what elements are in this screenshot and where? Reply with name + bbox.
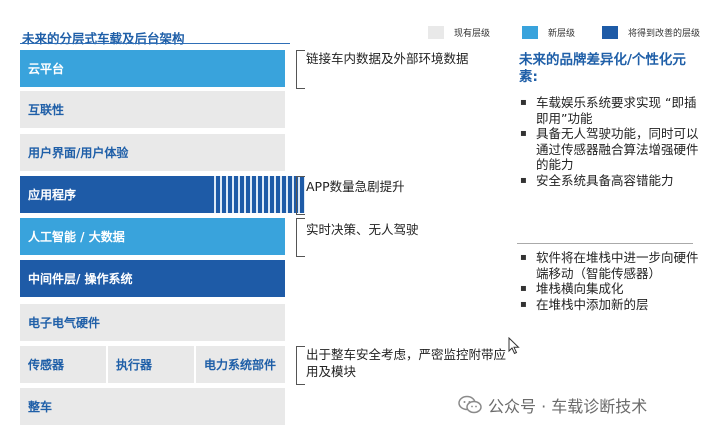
layer-vehicle-label: 整车 <box>28 400 53 414</box>
watermark-text: 公众号 · 车载诊断技术 <box>488 397 648 416</box>
legend-new-swatch <box>522 25 538 39</box>
layer-apps-label: 应用程序 <box>28 188 77 202</box>
title-underline <box>20 43 290 44</box>
legend-new: 新层级 <box>522 25 575 39</box>
bracket-cloud <box>296 50 305 89</box>
layer-connectivity-label: 互联性 <box>28 103 65 117</box>
bullets-bottom: 软件将在堆栈中进一步向硬件端移动（智能传感器） 堆栈横向集成化 在堆栈中添加新的… <box>520 250 706 312</box>
note-cloud: 链接车内数据及外部环境数据 <box>306 51 469 66</box>
legend-improved-label: 将得到改善的层级 <box>628 28 701 39</box>
layer-powertrain-label: 电力系统部件 <box>204 358 277 372</box>
layer-actuators-label: 执行器 <box>116 358 153 372</box>
watermark: 公众号 · 车载诊断技术 <box>458 393 647 417</box>
bullet-item: 车载娱乐系统要求实现 “即插即用”功能 <box>520 95 706 126</box>
bracket-safety <box>296 346 305 385</box>
legend-existing-swatch <box>428 25 444 39</box>
legend-improved: 将得到改善的层级 <box>602 25 700 39</box>
note-safety: 出于整车安全考虑，严密监控附带应用及模块 <box>306 347 507 379</box>
legend-existing-label: 现有层级 <box>454 28 491 39</box>
diagram-title: 未来的分层式车载及后台架构 <box>22 31 185 46</box>
legend-existing: 现有层级 <box>428 25 490 39</box>
bracket-ai <box>296 218 305 257</box>
layer-cloud-label: 云平台 <box>28 62 65 76</box>
layer-connectivity: 互联性 <box>20 91 285 128</box>
legend-new-label: 新层级 <box>548 28 576 39</box>
layer-apps: 应用程序 <box>20 176 305 213</box>
bullet-item: 安全系统具备高容错能力 <box>520 173 706 189</box>
bracket-apps <box>296 176 305 215</box>
layer-ui-ux-label: 用户界面/用户体验 <box>28 146 129 160</box>
note-apps: APP数量急剧提升 <box>306 179 405 194</box>
legend-improved-swatch <box>602 25 618 39</box>
layer-cloud: 云平台 <box>20 50 285 87</box>
layer-middleware-os: 中间件层/ 操作系统 <box>20 260 285 297</box>
layer-powertrain: 电力系统部件 <box>196 346 285 383</box>
layer-vehicle: 整车 <box>20 388 285 425</box>
bullets-top: 车载娱乐系统要求实现 “即插即用”功能 具备无人驾驶功能，同时可以通过传感器融合… <box>520 95 706 188</box>
layer-ai-bigdata: 人工智能 / 大数据 <box>20 218 285 255</box>
layer-sensors-label: 传感器 <box>28 358 65 372</box>
bullet-item: 在堆栈中添加新的层 <box>520 297 706 313</box>
mouse-cursor-icon <box>508 337 520 355</box>
wechat-icon <box>458 395 482 414</box>
layer-ee-hardware-label: 电子电气硬件 <box>28 316 101 330</box>
right-panel-title: 未来的品牌差异化/个性化元素: <box>519 52 686 85</box>
layer-ai-bigdata-label: 人工智能 / 大数据 <box>28 230 125 244</box>
layer-ui-ux: 用户界面/用户体验 <box>20 134 285 171</box>
bullet-item: 软件将在堆栈中进一步向硬件端移动（智能传感器） <box>520 250 706 281</box>
layer-sensors: 传感器 <box>20 346 106 383</box>
bullet-item: 具备无人驾驶功能，同时可以通过传感器融合算法增强硬件的能力 <box>520 126 706 173</box>
right-panel-divider <box>517 243 693 244</box>
layer-actuators: 执行器 <box>108 346 194 383</box>
note-ai: 实时决策、无人驾驶 <box>306 222 419 237</box>
layer-middleware-os-label: 中间件层/ 操作系统 <box>28 272 133 286</box>
layer-ee-hardware: 电子电气硬件 <box>20 304 285 341</box>
bullet-item: 堆栈横向集成化 <box>520 281 706 297</box>
layer-apps-stripes <box>210 176 305 213</box>
